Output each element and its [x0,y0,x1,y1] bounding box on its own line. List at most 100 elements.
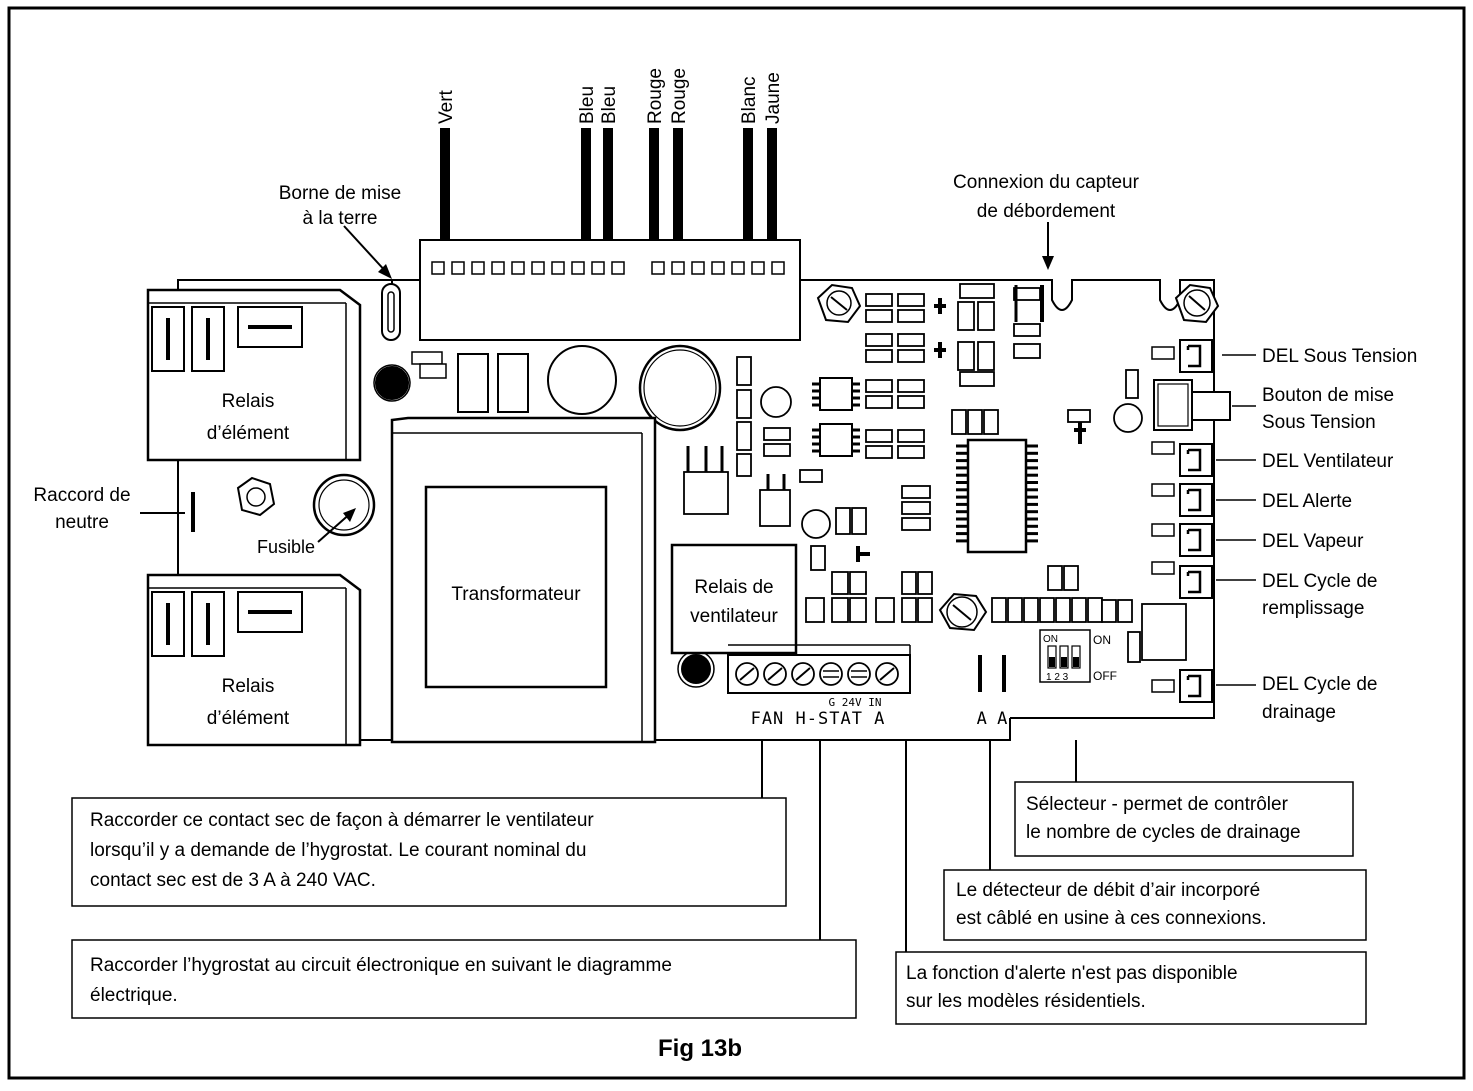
connector-pin [731,261,745,275]
board-components [683,356,933,623]
ic-chips [819,377,1028,554]
connector-pin [531,261,545,275]
transistor-symbols [856,298,1086,562]
wire-label-1: Bleu [577,86,598,124]
connector-pin [751,261,765,275]
note-selector-line-2: le nombre de cycles de drainage [1026,822,1301,843]
fan-relay-label: Relais de [694,577,773,598]
connector-pin [431,261,445,275]
fuse-label: Fusible [257,537,315,557]
capacitor [638,344,722,432]
wire-label-0: Vert [436,89,457,124]
dip-switch[interactable] [1039,629,1091,683]
led-resistor [1151,346,1175,360]
terminal-strip [727,644,911,694]
note-hygrostat: Raccorder l’hygrostat au circuit électro… [71,939,857,1019]
connector-pin [451,261,465,275]
dip-on-small: ON [1043,634,1058,645]
mounting-hole [681,654,711,684]
wire-label-5: Blanc [739,76,760,124]
element-relay-top-label-2: d’élément [207,423,290,444]
wire-label-2: Bleu [599,86,620,124]
wire-connector-block [419,239,801,341]
arrow-head [1042,256,1054,270]
fuse [312,473,376,537]
led-resistor [1151,441,1175,455]
connector-pin [491,261,505,275]
led-column [1151,339,1213,703]
arrow-head [378,264,392,279]
component [457,353,489,413]
note-fan-line-3: contact sec est de 3 A à 240 VAC. [90,870,376,891]
resistor [1023,597,1039,623]
fan-led-label: DEL Ventilateur [1262,451,1394,472]
hex-nut [236,476,276,517]
resistor [1087,597,1103,623]
resistor-row [991,597,1133,623]
transformer [390,416,657,744]
neutral-label: Raccord de [33,485,130,506]
note-selector-line-1: Sélecteur - permet de contrôler [1026,794,1289,815]
resistor-cluster [865,283,1187,663]
resistor [1117,599,1133,623]
screw-right [1174,283,1220,324]
drain-led-label-2: drainage [1262,702,1336,723]
ground-terminal-label: Borne de mise [279,183,402,204]
resistor [1055,597,1071,623]
transformer-label: Transformateur [451,584,581,605]
note-airflow: Le détecteur de débit d’air incorporé es… [943,869,1367,941]
connector-pin [511,261,525,275]
dip-on-label: ON [1093,633,1111,647]
power-button[interactable] [1153,379,1231,431]
power-button-label-2: Sous Tension [1262,412,1376,433]
connector-pin [711,261,725,275]
note-airflow-line-1: Le détecteur de débit d’air incorporé [956,880,1260,901]
component [419,363,447,379]
resistor [1101,599,1117,623]
connector-pin [671,261,685,275]
dip-off-label: OFF [1093,669,1117,683]
ground-terminal-pointer [343,225,389,275]
neutral-label-2: neutre [55,512,109,533]
wire-label-4: Rouge [669,68,690,124]
led-resistor [1151,561,1175,575]
fill-led-label-2: remplissage [1262,598,1364,619]
led-resistor [1151,679,1175,693]
overflow-sensor-label: Connexion du capteur [953,172,1140,193]
figure-frame [7,6,1466,1080]
screw-left [816,283,862,324]
terminal-main-marking: FAN H-STAT A [751,709,886,729]
dip-numbers: 1 2 3 [1046,672,1069,683]
component [497,353,529,413]
alert-led-label: DEL Alerte [1262,491,1352,512]
wire-label-6: Jaune [763,72,784,124]
terminal-screw[interactable] [819,662,843,686]
element-relay-top-label: Relais [222,391,275,412]
airflow-marking: A A [977,709,1008,729]
terminal-screw[interactable] [847,662,871,686]
ground-terminal-label-2: à la terre [303,208,378,229]
connector-pin [651,261,665,275]
element-relay-bottom-label-2: d’élément [207,708,290,729]
resistor [1071,597,1087,623]
terminal-small-marking: G 24V IN [829,696,882,709]
note-airflow-line-2: est câblé en usine à ces connexions. [956,908,1267,929]
connector-pin [591,261,605,275]
ic-legs [812,382,1038,543]
resistor [1039,597,1055,623]
connector-pin [771,261,785,275]
note-alert-line-1: La fonction d'alerte n'est pas disponibl… [906,963,1238,984]
fan-relay-label-2: ventilateur [690,606,778,627]
note-fan-line-2: lorsqu’il y a demande de l’hygrostat. Le… [90,840,586,861]
connector-pin [611,261,625,275]
note-fan-line-1: Raccorder ce contact sec de façon à déma… [90,810,594,831]
led-resistor [1151,523,1175,537]
power-button-label: Bouton de mise [1262,385,1394,406]
wire-label-3: Rouge [645,68,666,124]
connector-pin [471,261,485,275]
led-resistor [1151,483,1175,497]
arrow-head [343,508,356,522]
fill-led-label: DEL Cycle de [1262,571,1377,592]
element-relay-top [146,288,362,462]
